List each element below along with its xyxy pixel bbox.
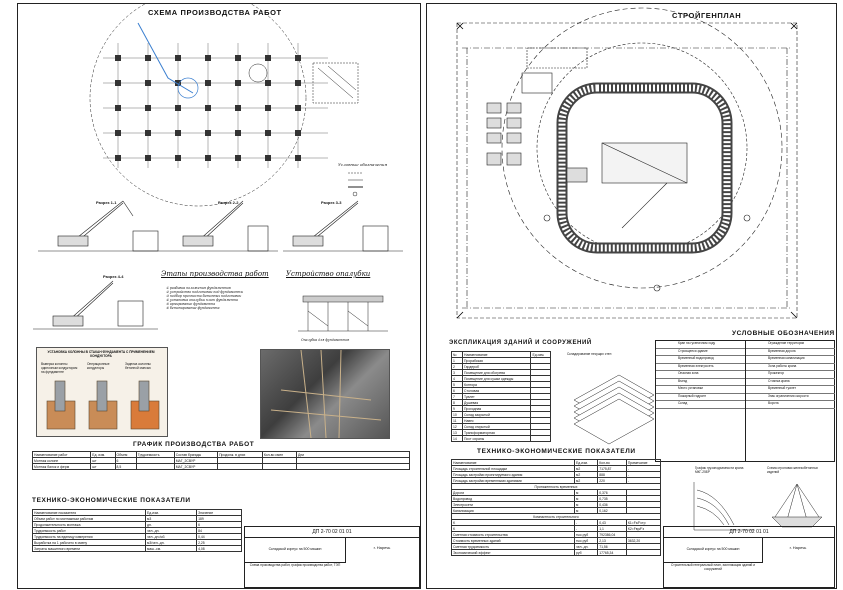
crane-capacity-graph	[693, 482, 754, 531]
legend-item: Временная дорога	[746, 349, 835, 356]
legend-item: Опасная зона	[656, 371, 745, 379]
legend-column: Ограждение территории Временная дорога В…	[745, 341, 835, 461]
construction-site-plan	[456, 7, 798, 319]
stages-list: ① разбивка положения фундаментов ② устро…	[166, 286, 284, 310]
left-stamp-sheet: Схема производства работ, график произво…	[249, 563, 341, 567]
right-tep-title: ТЕХНИКО-ЭКОНОМИЧЕСКИЕ ПОКАЗАТЕЛИ	[477, 448, 636, 455]
stage-item: ① разбивка положения фундаментов	[166, 286, 231, 290]
schedule-title: ГРАФИК ПРОИЗВОДСТВА РАБОТ	[133, 441, 255, 448]
legend-item: Склад	[656, 401, 745, 409]
left-title-block: ДП 2-70 02 01 01 Складской корпус на 500…	[244, 526, 420, 588]
install-step: Заделка колонны бетонной смесью	[125, 362, 151, 370]
legend-item: Пожарный гидрант	[656, 394, 745, 401]
section-3-label: Разрез 3-3	[321, 200, 342, 205]
right-legend-title: УСЛОВНЫЕ ОБОЗНАЧЕНИЯ	[732, 330, 835, 337]
expl-title: ЭКСПЛИКАЦИЯ ЗДАНИЙ И СООРУЖЕНИЙ	[449, 340, 592, 346]
production-scheme-plan	[89, 4, 363, 207]
stage-item: ③ подбор прочности бетонных подготовок	[166, 294, 242, 298]
right-title-block: ДП 2-70 02 01 01 Складской корпус на 500…	[663, 526, 835, 588]
legend-item: Прожектор	[746, 371, 835, 379]
stages-title: Этапы производства работ	[161, 270, 269, 278]
right-stamp-sheet: Строительный генеральный план, экспликац…	[671, 563, 755, 571]
right-stamp-subject: Складской корпус на 500 машин	[664, 537, 763, 563]
right-drawing-sheet: СТРОЙГЕНПЛАН	[426, 3, 837, 589]
legend-item: Стоянка крана	[746, 379, 835, 386]
legend-item: Знак ограничения скорости	[746, 394, 835, 401]
left-tep-title: ТЕХНИКО-ЭКОНОМИЧЕСКИЕ ПОКАЗАТЕЛИ	[32, 497, 191, 504]
stage-item: ④ установка опалубки плит фундамента	[166, 298, 238, 302]
legend-grid: Кран на гусеничном ходу Строящееся здани…	[655, 340, 835, 462]
left-stamp-subject: Складской корпус на 500 машин	[245, 537, 346, 563]
legend-item: Временный туалет	[746, 386, 835, 394]
right-sheet-title: СТРОЙГЕНПЛАН	[672, 11, 742, 20]
left-stamp-code: ДП 2-70 02 01 01	[245, 527, 419, 538]
left-sheet-title: СХЕМА ПРОИЗВОДСТВА РАБОТ	[148, 8, 282, 17]
legend-item: Зона работы крана	[746, 364, 835, 371]
sling-caption: Схема строповки железобетонных изделий	[767, 466, 818, 474]
section-4-label: Разрез 4-4	[103, 274, 124, 279]
stage-item: ⑥ бетонирование фундамента	[166, 306, 220, 310]
column-blocks-art	[46, 380, 160, 430]
rebar-photo	[260, 349, 390, 439]
legend-item: Кран на гусеничном ходу	[656, 341, 745, 349]
formwork-drawing	[298, 295, 388, 332]
capacity-caption: График грузоподъемности крана МКГ-25БР	[695, 466, 744, 474]
storage-caption: Складирование несущих стен	[567, 352, 612, 356]
legend-column: Кран на гусеничном ходу Строящееся здани…	[656, 341, 745, 409]
sling-scheme-drawing	[771, 483, 823, 528]
left-legend-title: Условные обозначения	[338, 162, 388, 167]
legend-item: Ворота	[746, 401, 835, 409]
left-stamp-org: г. Наречь	[373, 545, 391, 550]
formwork-caption: Опалубка для фундаментов	[301, 338, 350, 342]
column-install-illustration: УСТАНОВКА КОЛОННЫ В СТАКАН ФУНДАМЕНТА С …	[36, 347, 168, 437]
formwork-title: Устройство опалубки	[286, 270, 371, 278]
panel-storage-drawing	[573, 374, 655, 445]
left-drawing-sheet: СХЕМА ПРОИЗВОДСТВА РАБОТ	[17, 3, 421, 589]
section-2-label: Разрез 2-2	[218, 200, 239, 205]
legend-item: Строящееся здание	[656, 349, 745, 356]
stage-item: ⑤ армирование фундамента	[166, 302, 216, 306]
legend-item: Ограждение территории	[746, 341, 835, 349]
legend-item: Временный водопровод	[656, 356, 745, 364]
right-stamp-org: г. Наречь	[789, 545, 807, 550]
legend-item: Въезд	[656, 379, 745, 386]
right-stamp-code: ДП 2-70 02 01 01	[664, 527, 834, 538]
legend-item: Временная канализация	[746, 356, 835, 364]
legend-item: Временная электросеть	[656, 364, 745, 371]
stage-item: ② устройство подготовки под фундаменты	[166, 290, 244, 294]
crane-sections-drawings	[33, 200, 403, 330]
install-title: УСТАНОВКА КОЛОННЫ В СТАКАН ФУНДАМЕНТА С …	[47, 350, 155, 358]
install-step: Операционные кондукторы	[87, 362, 110, 370]
section-1-label: Разрез 1-1	[96, 200, 117, 205]
legend-item: Место установки	[656, 386, 745, 394]
schedule-table: Наименование работ Ед. изм. Объем Трудое…	[31, 451, 410, 470]
install-step: Выверка колонны одиночным кондуктором на…	[41, 362, 78, 374]
